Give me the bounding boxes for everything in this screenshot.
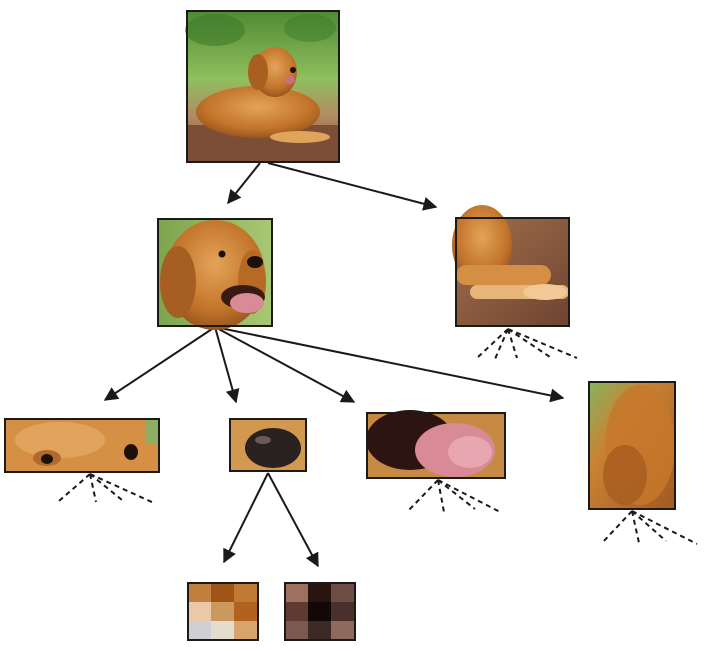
node-dog-nose [229,418,307,472]
edge-root-head [227,162,261,205]
node-dog-ear [588,381,676,510]
node-dog-legs [452,205,570,327]
edge-head-eyes [103,326,216,401]
node-dog-eyes [4,418,160,473]
node-nose-patch-b [284,582,356,641]
continuation-legs [477,328,578,360]
edge-nose-patch-a [223,472,269,564]
continuation-mouth [407,479,503,514]
continuation-ear [601,510,698,545]
continuation-eyes [58,473,155,504]
edge-nose-patch-b [267,472,319,568]
edge-head-mouth [214,326,356,403]
edges [103,162,565,568]
node-dog-mouth [366,410,506,479]
edge-head-nose [214,326,240,404]
edge-root-legs [267,162,438,211]
node-dog-head [157,218,273,330]
edge-head-ear [214,326,565,403]
node-nose-patch-a [187,582,259,641]
node-dog-full [185,10,340,163]
continuation-fans [58,328,698,545]
